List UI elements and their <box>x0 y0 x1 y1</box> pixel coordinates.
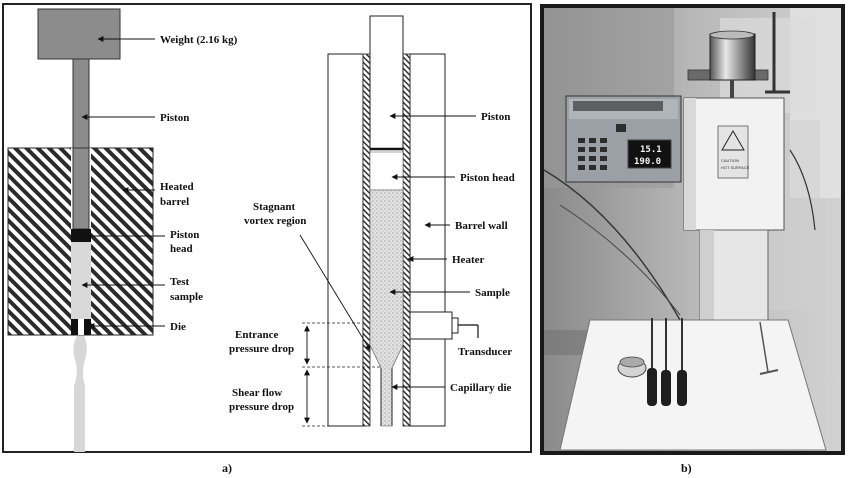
panel-b-photo: 15.1 190.0 CAUTION HOT SURFACE <box>540 4 845 455</box>
label-test-2: sample <box>170 291 203 303</box>
barrel-right-outer <box>409 53 446 427</box>
warning-text-1: CAUTION <box>721 158 739 163</box>
caption-a: a) <box>222 461 232 475</box>
digital-display <box>627 139 672 169</box>
label-die: Die <box>170 321 186 333</box>
label-transducer: Transducer <box>458 346 512 358</box>
display-reading-2: 190.0 <box>634 157 661 167</box>
piston-head-right <box>369 151 404 191</box>
machine-base <box>559 319 827 451</box>
label-weight: Weight (2.16 kg) <box>160 34 238 46</box>
label-capillary-die: Capillary die <box>450 382 512 394</box>
label-shear-1: Shear flow <box>232 387 282 399</box>
cleaning-tools <box>647 318 687 406</box>
label-piston-head-1: Piston <box>170 229 199 241</box>
heater-wall-right <box>402 53 411 427</box>
die-left <box>71 319 78 335</box>
barrel-left-outer <box>327 53 364 427</box>
label-piston-head-right: Piston head <box>460 172 515 184</box>
die-right <box>84 319 91 335</box>
control-panel: 15.1 190.0 <box>565 95 682 183</box>
label-sample: Sample <box>475 287 510 299</box>
warning-text-2: HOT SURFACE <box>721 165 750 170</box>
label-piston-head-2: head <box>170 243 193 255</box>
label-shear-2: pressure drop <box>229 401 294 413</box>
extrudate <box>73 336 87 452</box>
piston-rod-inside <box>72 147 90 230</box>
panel-a: Weight (2.16 kg) Piston Heated barrel Pi… <box>2 3 532 453</box>
label-heated-1: Heated <box>160 181 194 193</box>
left-schematic: Weight (2.16 kg) Piston Heated barrel Pi… <box>7 8 238 452</box>
label-stagnant-1: Stagnant <box>253 201 296 213</box>
label-test-1: Test <box>170 276 189 288</box>
right-schematic: Piston Piston head Stagnant vortex regio… <box>229 15 515 427</box>
keypad <box>578 124 626 170</box>
heater-wall-left <box>362 53 371 427</box>
label-stagnant-2: vortex region <box>244 215 306 227</box>
label-entrance-1: Entrance <box>235 329 279 341</box>
warning-triangle-icon <box>721 130 745 151</box>
label-entrance-2: pressure drop <box>229 343 294 355</box>
display-reading-1: 15.1 <box>640 145 662 155</box>
weight-cylinder <box>709 33 756 81</box>
label-piston-left: Piston <box>160 112 189 124</box>
warning-label <box>717 125 749 179</box>
label-barrel-wall: Barrel wall <box>455 220 508 232</box>
test-sample-fill <box>71 242 91 319</box>
label-heater: Heater <box>452 254 484 266</box>
caption-b: b) <box>681 461 692 475</box>
weight-block <box>37 8 121 60</box>
piston-right <box>369 15 404 150</box>
label-piston-right: Piston <box>481 111 510 123</box>
label-heated-2: barrel <box>160 196 189 208</box>
transducer-body <box>409 311 453 340</box>
